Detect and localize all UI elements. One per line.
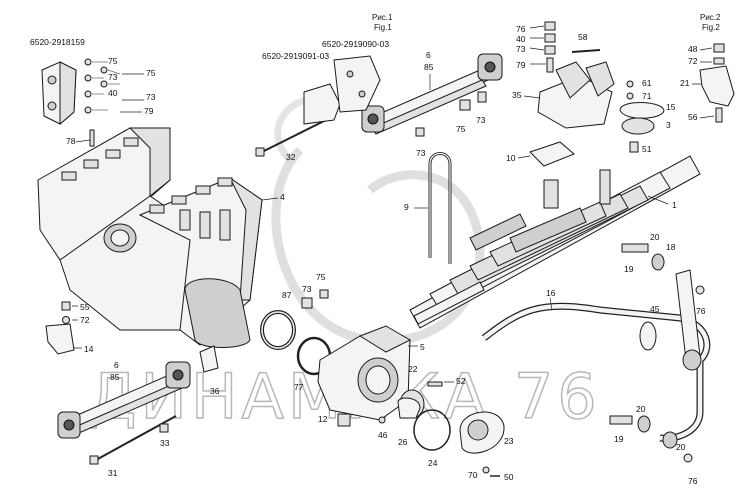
stabilizer-bar bbox=[481, 302, 711, 442]
callout-75: 75 bbox=[316, 272, 326, 282]
part-number-bracket-top: 6520-2919090-03 bbox=[322, 39, 389, 49]
callout-5: 5 bbox=[420, 342, 425, 352]
callout-16: 16 bbox=[546, 288, 556, 298]
callout-87: 87 bbox=[282, 290, 292, 300]
callout-20: 20 bbox=[636, 404, 646, 414]
callout-32: 32 bbox=[286, 152, 296, 162]
callout-10: 10 bbox=[506, 153, 516, 163]
lower-reaction-rod bbox=[57, 345, 219, 439]
callout-85: 85 bbox=[110, 372, 120, 382]
frame-bolt-row bbox=[61, 137, 233, 214]
part-number-bracket-left: 6520-2918159 bbox=[30, 37, 85, 47]
u-bolt bbox=[428, 152, 452, 264]
callout-50: 50 bbox=[504, 472, 514, 482]
callout-33: 33 bbox=[160, 438, 170, 448]
callout-61: 61 bbox=[642, 78, 652, 88]
fig2-title-en: Fig.2 bbox=[702, 23, 720, 32]
callout-9: 9 bbox=[404, 202, 409, 212]
cross-member-frame bbox=[37, 127, 263, 348]
stabilizer-link bbox=[621, 243, 705, 371]
callout-14: 14 bbox=[84, 344, 94, 354]
callout-19: 19 bbox=[614, 434, 624, 444]
callout-75: 75 bbox=[146, 68, 156, 78]
callout-56: 56 bbox=[688, 112, 698, 122]
callout-76: 76 bbox=[696, 306, 706, 316]
fig2-title-ru: Рис.2 bbox=[700, 13, 721, 22]
callout-77: 77 bbox=[294, 382, 304, 392]
callout-45: 45 bbox=[650, 304, 660, 314]
hub-cover bbox=[413, 409, 505, 477]
callout-23: 23 bbox=[504, 436, 514, 446]
callout-26: 26 bbox=[398, 437, 408, 447]
callout-6: 6 bbox=[114, 360, 119, 370]
mid-brackets bbox=[303, 55, 381, 125]
part-number-bracket-mid: 6520-2919091-03 bbox=[262, 51, 329, 61]
callout-72: 72 bbox=[688, 56, 698, 66]
callout-76: 76 bbox=[516, 24, 526, 34]
cover-plate-parts bbox=[619, 80, 665, 153]
hub-small-parts bbox=[337, 397, 421, 427]
spring-seat-bracket bbox=[537, 21, 615, 129]
callout-73: 73 bbox=[416, 148, 426, 158]
callout-75: 75 bbox=[108, 56, 118, 66]
callout-76: 76 bbox=[688, 476, 698, 486]
callout-19: 19 bbox=[624, 264, 634, 274]
callout-12: 12 bbox=[318, 414, 328, 424]
fig1-title-en: Fig.1 bbox=[374, 23, 392, 32]
fig1-caption: Рис.1 Fig.1 bbox=[372, 13, 393, 32]
callout-24: 24 bbox=[428, 458, 438, 468]
callout-55: 55 bbox=[80, 302, 90, 312]
callout-46: 46 bbox=[378, 430, 388, 440]
callout-73: 73 bbox=[302, 284, 312, 294]
callout-18: 18 bbox=[666, 242, 676, 252]
left-clamp-parts bbox=[45, 301, 75, 355]
callout-4: 4 bbox=[280, 192, 285, 202]
callout-85: 85 bbox=[424, 62, 434, 72]
callout-73: 73 bbox=[476, 115, 486, 125]
callout-72: 72 bbox=[80, 315, 90, 325]
callout-75: 75 bbox=[456, 124, 466, 134]
callout-73: 73 bbox=[108, 72, 118, 82]
bolt-32 bbox=[255, 119, 327, 157]
fig2-bracket bbox=[699, 43, 735, 123]
fig2-caption: Рис.2 Fig.2 bbox=[700, 13, 721, 32]
callout-21: 21 bbox=[680, 78, 690, 88]
callout-51: 51 bbox=[642, 144, 652, 154]
callout-15: 15 bbox=[666, 102, 676, 112]
small-fasteners-mid bbox=[415, 91, 487, 137]
leaf-spring bbox=[409, 155, 701, 329]
callout-40: 40 bbox=[108, 88, 118, 98]
callout-48: 48 bbox=[688, 44, 698, 54]
callout-3: 3 bbox=[666, 120, 671, 130]
callout-70: 70 bbox=[468, 470, 478, 480]
callout-73: 73 bbox=[516, 44, 526, 54]
spring-pad bbox=[529, 141, 575, 167]
callout-31: 31 bbox=[108, 468, 118, 478]
left-bracket-assembly bbox=[41, 58, 121, 147]
callout-52: 52 bbox=[456, 376, 466, 386]
callout-6: 6 bbox=[426, 50, 431, 60]
callout-73: 73 bbox=[146, 92, 156, 102]
stabilizer-lower-parts bbox=[609, 415, 693, 463]
callout-22: 22 bbox=[408, 364, 418, 374]
callout-35: 35 bbox=[512, 90, 522, 100]
callout-79: 79 bbox=[516, 60, 526, 70]
callout-20: 20 bbox=[676, 442, 686, 452]
callout-36: 36 bbox=[210, 386, 220, 396]
fig1-title-ru: Рис.1 bbox=[372, 13, 393, 22]
upper-reaction-rod bbox=[361, 53, 503, 135]
callout-20: 20 bbox=[650, 232, 660, 242]
callout-40: 40 bbox=[516, 34, 526, 44]
bolt-31 bbox=[89, 415, 177, 465]
callout-78: 78 bbox=[66, 136, 76, 146]
callout-1: 1 bbox=[672, 200, 677, 210]
callout-58: 58 bbox=[578, 32, 588, 42]
callout-71: 71 bbox=[642, 91, 652, 101]
callout-79: 79 bbox=[144, 106, 154, 116]
balancer-hub-bracket bbox=[317, 325, 443, 421]
